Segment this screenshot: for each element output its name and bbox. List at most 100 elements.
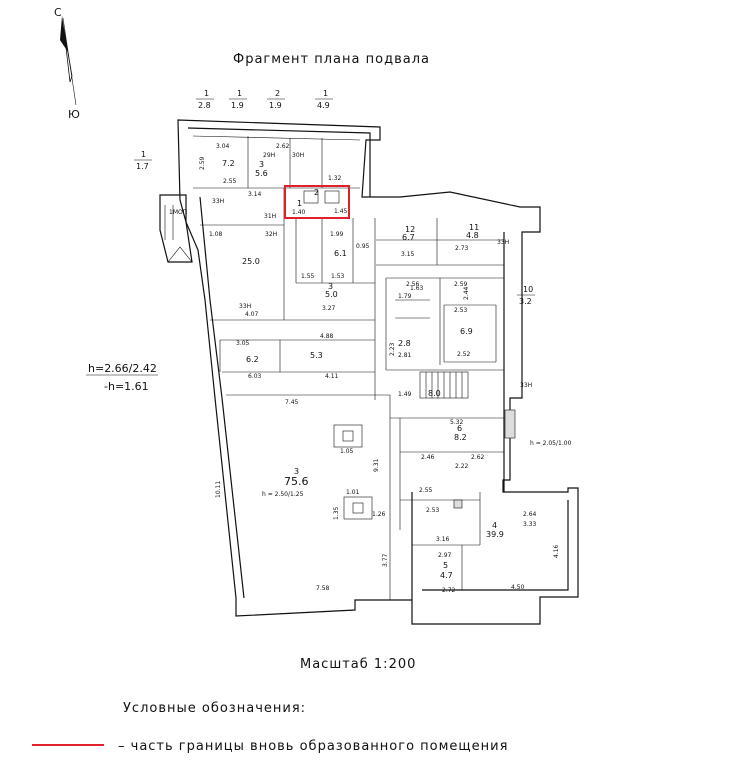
svg-text:2.62: 2.62 (276, 143, 290, 150)
svg-text:1: 1 (323, 89, 328, 98)
svg-text:1.9: 1.9 (231, 101, 244, 110)
svg-text:1.7: 1.7 (136, 162, 149, 171)
svg-text:2.97: 2.97 (438, 552, 452, 559)
svg-text:33Н: 33Н (212, 198, 224, 205)
svg-text:30Н: 30Н (292, 152, 304, 159)
svg-text:1: 1 (141, 150, 146, 159)
svg-text:2.8: 2.8 (198, 101, 211, 110)
compass-north-label: С (54, 6, 62, 19)
legend-item-label: – часть границы вновь образованного поме… (118, 739, 508, 754)
svg-text:10.11: 10.11 (215, 481, 222, 498)
svg-text:6.2: 6.2 (246, 355, 259, 364)
svg-text:7.58: 7.58 (316, 585, 330, 592)
svg-text:1МОП: 1МОП (169, 209, 187, 216)
svg-text:2.64: 2.64 (523, 511, 537, 518)
side-mark: 10 3.2 (517, 285, 535, 306)
svg-text:2.59: 2.59 (199, 156, 206, 170)
svg-text:2: 2 (314, 188, 319, 197)
plan-title: Фрагмент плана подвала (233, 52, 430, 67)
svg-text:6.1: 6.1 (334, 249, 347, 258)
svg-text:h = 2.05/1.00: h = 2.05/1.00 (530, 440, 572, 447)
svg-text:6.03: 6.03 (248, 373, 262, 380)
svg-text:25.0: 25.0 (242, 257, 260, 266)
svg-text:5: 5 (443, 561, 448, 570)
svg-text:4.88: 4.88 (320, 333, 334, 340)
scale-label: Масштаб 1:200 (300, 657, 416, 672)
staircase (419, 371, 469, 399)
svg-text:6.9: 6.9 (460, 327, 473, 336)
svg-text:1.05: 1.05 (340, 448, 354, 455)
svg-text:39.9: 39.9 (486, 530, 504, 539)
pillar (333, 424, 363, 448)
svg-text:2.73: 2.73 (455, 245, 469, 252)
svg-text:3.16: 3.16 (436, 536, 450, 543)
pillar (343, 496, 373, 520)
side-mark: 1 1.7 (134, 150, 152, 171)
svg-text:33Н: 33Н (520, 382, 532, 389)
svg-text:3.27: 3.27 (322, 305, 336, 312)
svg-text:4.50: 4.50 (511, 584, 525, 591)
svg-text:10: 10 (523, 285, 533, 294)
svg-text:7.2: 7.2 (222, 159, 235, 168)
svg-text:31Н: 31Н (264, 213, 276, 220)
svg-text:h=2.66/2.42: h=2.66/2.42 (88, 362, 157, 375)
svg-text:1.35: 1.35 (333, 506, 340, 520)
svg-text:5.3: 5.3 (310, 351, 323, 360)
svg-text:3: 3 (259, 160, 264, 169)
svg-text:4.16: 4.16 (553, 544, 560, 558)
svg-text:29Н: 29Н (263, 152, 275, 159)
svg-text:4.9: 4.9 (317, 101, 330, 110)
compass-arrow: С Ю (54, 6, 80, 121)
svg-text:1.32: 1.32 (328, 175, 342, 182)
svg-text:1: 1 (237, 89, 242, 98)
interior-walls (192, 135, 504, 600)
svg-text:2.46: 2.46 (421, 454, 435, 461)
svg-text:1.9: 1.9 (269, 101, 282, 110)
dimension-labels: 7.45 7.58 10.11 9.31 5.32 3.16 4.50 4.07… (199, 143, 560, 594)
svg-text:33Н: 33Н (239, 303, 251, 310)
top-mark: 2 1.9 (267, 89, 285, 110)
top-mark: 1 2.8 (196, 89, 214, 110)
svg-text:2.52: 2.52 (457, 351, 471, 358)
room-labels: 7.2 5.6 3 25.0 5.0 3 6.2 5.3 75.6 3 h = … (169, 152, 572, 580)
svg-text:9.31: 9.31 (373, 458, 380, 472)
svg-text:5.0: 5.0 (325, 290, 338, 299)
svg-text:3.15: 3.15 (401, 251, 415, 258)
svg-text:3.14: 3.14 (248, 191, 262, 198)
svg-text:2.53: 2.53 (426, 507, 440, 514)
svg-text:8.2: 8.2 (454, 433, 467, 442)
toilet-fixture (303, 190, 319, 204)
svg-text:1.49: 1.49 (398, 391, 412, 398)
svg-text:0.95: 0.95 (356, 243, 370, 250)
svg-text:8.0: 8.0 (428, 389, 441, 398)
svg-text:2.81: 2.81 (398, 352, 412, 359)
svg-text:2.8: 2.8 (398, 339, 411, 348)
svg-text:1.99: 1.99 (330, 231, 344, 238)
svg-text:4: 4 (492, 521, 497, 530)
svg-text:5.32: 5.32 (450, 419, 464, 426)
svg-text:2.22: 2.22 (455, 463, 469, 470)
svg-text:4.7: 4.7 (440, 571, 453, 580)
svg-text:75.6: 75.6 (284, 475, 309, 488)
hatched-wall (504, 409, 516, 439)
column (453, 499, 463, 509)
height-note: h=2.66/2.42 -h=1.61 (86, 362, 158, 393)
svg-text:1: 1 (297, 199, 302, 208)
building-outline (159, 119, 579, 625)
svg-text:2.59: 2.59 (454, 281, 468, 288)
svg-text:3.77: 3.77 (382, 553, 389, 567)
svg-text:4.11: 4.11 (325, 373, 339, 380)
toilet-fixture (324, 190, 340, 204)
svg-text:3: 3 (328, 282, 333, 291)
svg-text:3: 3 (294, 467, 299, 476)
svg-text:2.55: 2.55 (223, 178, 237, 185)
legend: Условные обозначения: – часть границы вн… (32, 701, 508, 754)
top-mark: 1 1.9 (229, 89, 247, 110)
top-marks: 1 2.8 1 1.9 2 1.9 1 4.9 (196, 89, 333, 110)
svg-text:2.72: 2.72 (442, 587, 456, 594)
svg-text:-h=1.61: -h=1.61 (104, 380, 149, 393)
top-mark: 1 4.9 (315, 89, 333, 110)
svg-text:3.04: 3.04 (216, 143, 230, 150)
svg-text:32Н: 32Н (265, 231, 277, 238)
